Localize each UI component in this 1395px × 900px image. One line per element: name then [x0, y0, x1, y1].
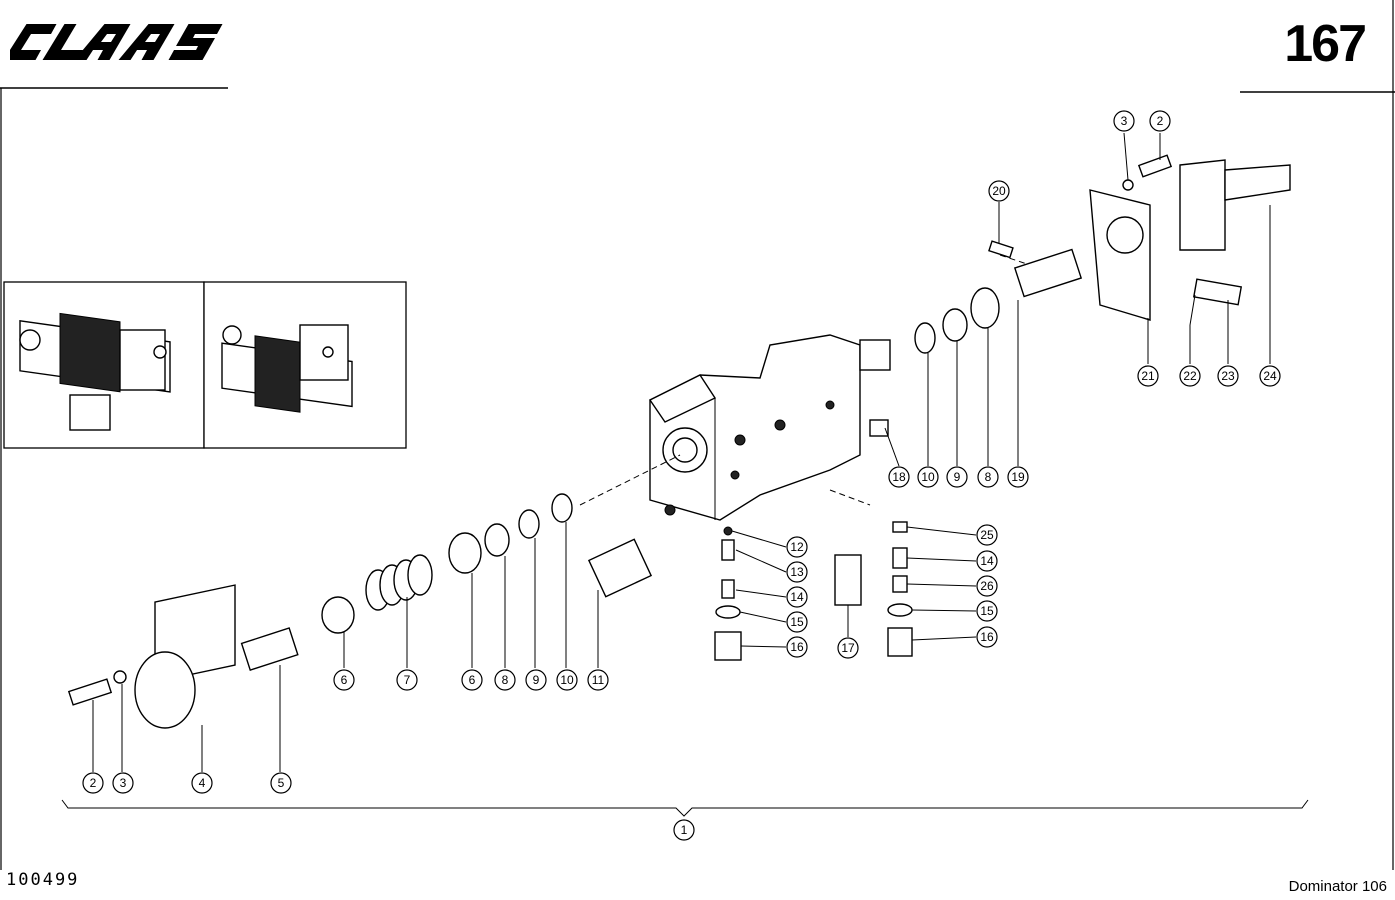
- svg-text:2: 2: [90, 776, 97, 790]
- callout-14b: 14: [976, 550, 998, 572]
- page-number: 167: [1284, 15, 1367, 73]
- svg-text:3: 3: [120, 776, 127, 790]
- svg-text:14: 14: [790, 590, 804, 604]
- axis-line-left: [579, 454, 681, 506]
- drawing-number: 100499: [6, 870, 80, 890]
- callout-8b: 8: [977, 466, 999, 488]
- callout-2b: 2: [1149, 110, 1171, 132]
- callout-21: 21: [1137, 365, 1159, 387]
- svg-text:26: 26: [980, 579, 994, 593]
- callout-19: 19: [1007, 466, 1029, 488]
- model-name: Dominator 106: [1288, 878, 1387, 895]
- svg-text:18: 18: [892, 470, 906, 484]
- callout-16b: 16: [976, 626, 998, 648]
- callout-18: 18: [888, 466, 910, 488]
- callout-1: 1: [673, 819, 695, 841]
- parts-bottom: [714, 419, 913, 661]
- callout-9a: 9: [525, 669, 547, 691]
- callout-24: 24: [1259, 365, 1281, 387]
- callout-14a: 14: [786, 586, 808, 608]
- svg-text:23: 23: [1221, 369, 1235, 383]
- callout-11: 11: [587, 669, 609, 691]
- claas-logo-mark: [10, 24, 223, 60]
- callout-3b: 3: [1113, 110, 1135, 132]
- spring-7: [365, 554, 433, 611]
- callout-3a: 3: [112, 772, 134, 794]
- svg-text:12: 12: [790, 540, 804, 554]
- callout-4: 4: [191, 772, 213, 794]
- svg-text:16: 16: [980, 630, 994, 644]
- callout-6b: 6: [461, 669, 483, 691]
- callout-9b: 9: [946, 466, 968, 488]
- parts-left: [67, 493, 653, 729]
- svg-text:13: 13: [790, 565, 804, 579]
- overview-inset: [3, 281, 407, 449]
- callout-5: 5: [270, 772, 292, 794]
- callout-6a: 6: [333, 669, 355, 691]
- callout-16a: 16: [786, 636, 808, 658]
- callout-22: 22: [1179, 365, 1201, 387]
- svg-text:8: 8: [502, 673, 509, 687]
- axis-line-bottom: [829, 489, 871, 506]
- callout-13: 13: [786, 561, 808, 583]
- svg-text:20: 20: [992, 184, 1006, 198]
- claas-logo: [10, 18, 232, 66]
- svg-text:9: 9: [954, 470, 961, 484]
- svg-text:21: 21: [1141, 369, 1155, 383]
- svg-text:10: 10: [560, 673, 574, 687]
- callout-7: 7: [396, 669, 418, 691]
- svg-text:7: 7: [404, 673, 411, 687]
- parts-right: [914, 154, 1291, 354]
- svg-text:2: 2: [1157, 114, 1164, 128]
- callout-20: 20: [988, 180, 1010, 202]
- callout-8a: 8: [494, 669, 516, 691]
- svg-text:16: 16: [790, 640, 804, 654]
- svg-text:15: 15: [980, 604, 994, 618]
- callout-2a: 2: [82, 772, 104, 794]
- callout-25: 25: [976, 524, 998, 546]
- svg-text:17: 17: [841, 641, 855, 655]
- svg-text:24: 24: [1263, 369, 1277, 383]
- svg-text:15: 15: [790, 615, 804, 629]
- svg-text:19: 19: [1011, 470, 1025, 484]
- callout-12: 12: [786, 536, 808, 558]
- svg-text:6: 6: [341, 673, 348, 687]
- callout-15b: 15: [976, 600, 998, 622]
- svg-text:3: 3: [1121, 114, 1128, 128]
- callout-15a: 15: [786, 611, 808, 633]
- svg-text:22: 22: [1183, 369, 1197, 383]
- svg-text:14: 14: [980, 554, 994, 568]
- svg-text:10: 10: [921, 470, 935, 484]
- svg-text:5: 5: [278, 776, 285, 790]
- callout-23: 23: [1217, 365, 1239, 387]
- valve-body: [648, 334, 891, 521]
- leader-lines: [92, 132, 1271, 772]
- svg-text:25: 25: [980, 528, 994, 542]
- svg-text:6: 6: [469, 673, 476, 687]
- svg-text:4: 4: [199, 776, 206, 790]
- svg-text:9: 9: [533, 673, 540, 687]
- callout-10a: 10: [556, 669, 578, 691]
- assembly-bracket: [61, 799, 1309, 817]
- overview-assembly-left: [19, 312, 171, 431]
- callout-17: 17: [837, 637, 859, 659]
- svg-text:11: 11: [592, 673, 605, 687]
- callout-26: 26: [976, 575, 998, 597]
- callout-10b: 10: [917, 466, 939, 488]
- overview-assembly-right: [221, 324, 353, 413]
- svg-text:1: 1: [681, 823, 688, 837]
- svg-text:8: 8: [985, 470, 992, 484]
